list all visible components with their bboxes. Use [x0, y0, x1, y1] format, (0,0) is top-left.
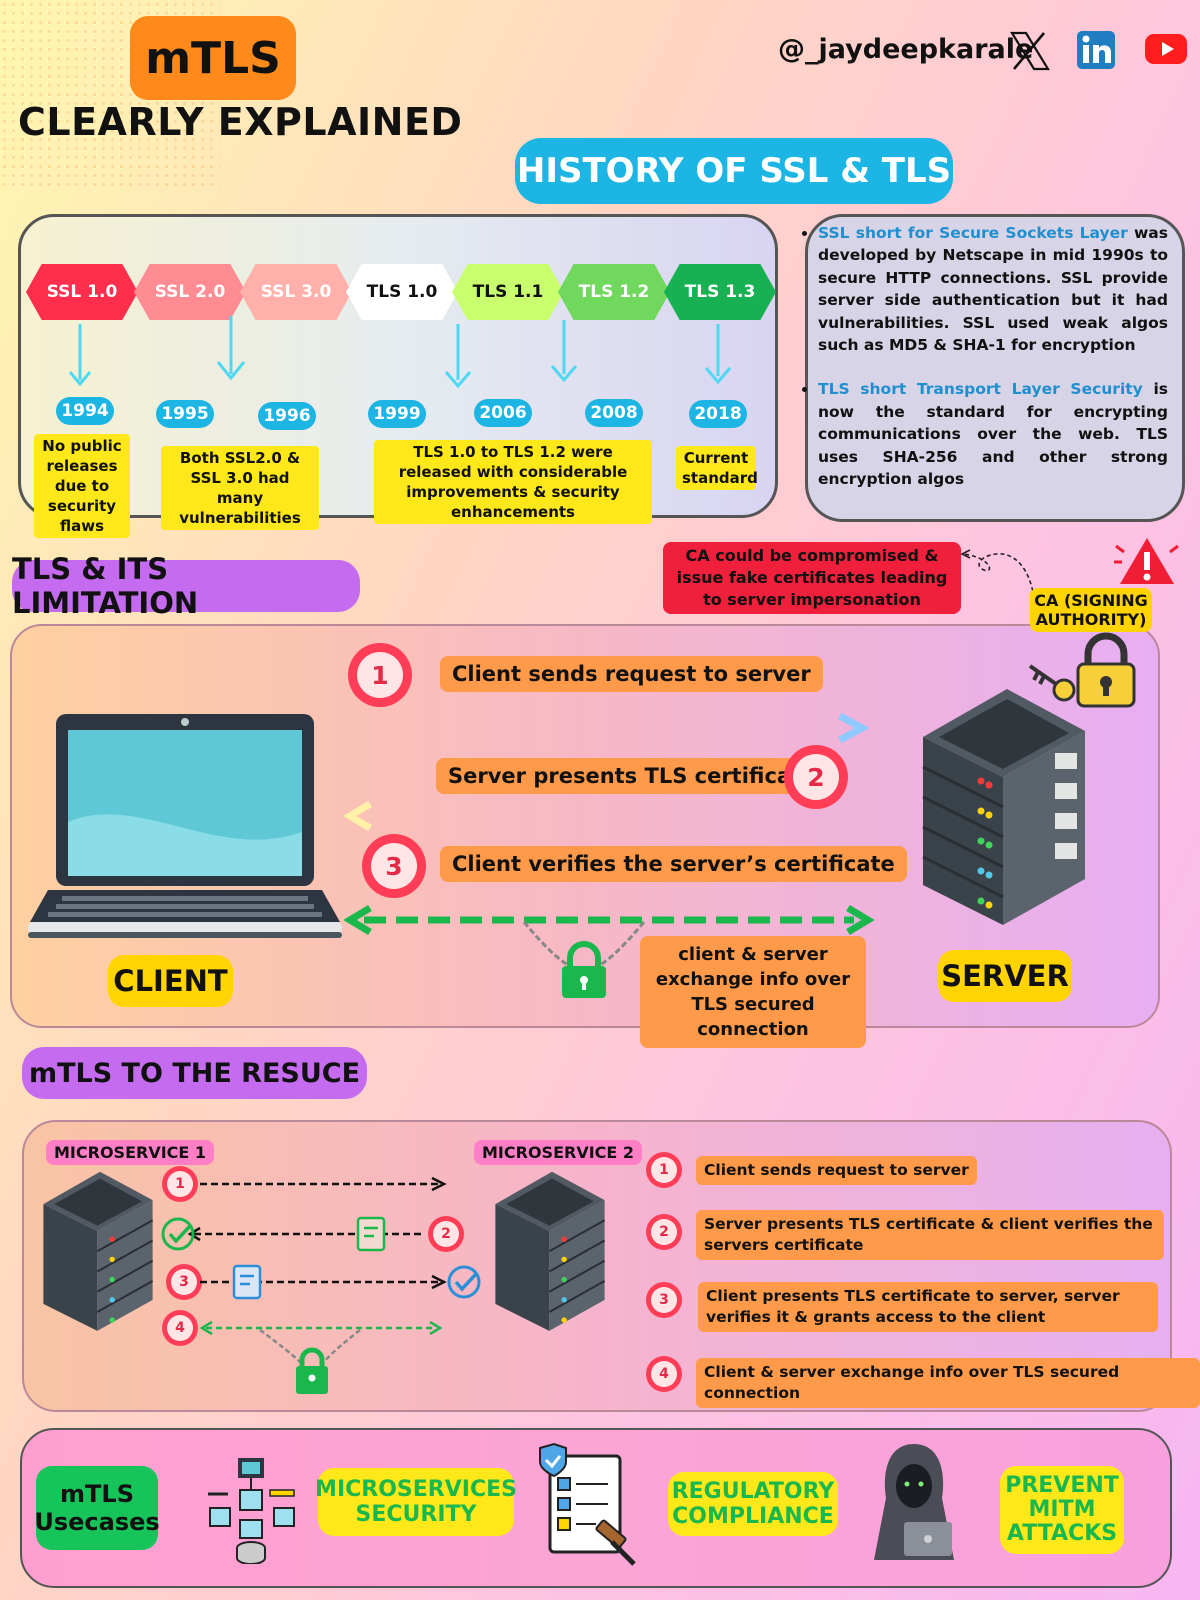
version-badge: TLS 1.2 — [558, 264, 670, 320]
tls-step-2-label: Server presents TLS certificate — [436, 758, 828, 794]
tls-text: is now the standard for encrypting commu… — [818, 380, 1168, 489]
mtls-step-3-text: Client presents TLS certificate to serve… — [698, 1282, 1158, 1332]
note-tls10-12: TLS 1.0 to TLS 1.2 were released with co… — [374, 440, 652, 524]
year-badge: 1995 — [156, 400, 214, 428]
step-number-badge: 2 — [784, 745, 848, 809]
tls-limitation-heading: TLS & ITS LIMITATION — [12, 552, 360, 620]
version-badge: SSL 1.0 — [26, 264, 138, 320]
step-number-badge: 3 — [362, 834, 426, 898]
warning-icon — [1114, 538, 1179, 584]
secure-exchange-arrow — [344, 904, 874, 998]
step-badge: 4 — [646, 1356, 682, 1392]
year-badge: 1994 — [56, 397, 114, 425]
arrowhead-ssl1 — [68, 371, 92, 387]
usecases-heading: mTLS Usecases — [34, 1466, 160, 1550]
ca-signing-authority-label: CA (SIGNING AUTHORITY) — [1030, 588, 1152, 632]
step-badge: 1 — [646, 1152, 682, 1188]
step-number-badge: 1 — [348, 643, 412, 707]
tls-description: TLS short Transport Layer Security is no… — [818, 378, 1168, 490]
note-ssl1: No public releases due to security flaws — [34, 434, 130, 538]
linkedin-icon[interactable] — [1076, 30, 1116, 70]
ca-warning-label: CA could be compromised & issue fake cer… — [663, 542, 961, 614]
year-badge: 2018 — [689, 400, 747, 428]
check-icon — [168, 1224, 192, 1244]
author-handle: @_jaydeepkarale — [778, 34, 1034, 65]
version-badge: TLS 1.1 — [452, 264, 564, 320]
flow-step-badge: 4 — [162, 1310, 198, 1346]
padlock-key-icon — [1028, 632, 1136, 708]
history-heading: HISTORY OF SSL & TLS — [515, 138, 953, 204]
client-label: CLIENT — [108, 955, 233, 1007]
request-arrow — [350, 712, 870, 744]
year-badge: 1996 — [258, 402, 316, 430]
flow-step-badge: 1 — [162, 1166, 198, 1202]
tls-exchange-label: client & server exchange info over TLS s… — [640, 936, 866, 1048]
mtls-flow-arrows — [161, 1176, 481, 1394]
compliance-checklist-icon — [539, 1442, 636, 1566]
tls-step-1-label: Client sends request to server — [440, 656, 823, 692]
step-badge: 2 — [646, 1214, 682, 1250]
check-icon — [454, 1272, 478, 1292]
timeline-arrows — [68, 316, 732, 389]
version-badge: TLS 1.3 — [664, 264, 776, 320]
ssl-description: SSL short for Secure Sockets Layer was d… — [818, 222, 1168, 356]
microservices-network-icon — [208, 1458, 295, 1564]
microservice-1-server-icon — [43, 1171, 154, 1331]
year-badge: 2006 — [474, 399, 532, 427]
tls-term: TLS short Transport Layer Security — [818, 380, 1143, 399]
step-badge: 3 — [646, 1282, 682, 1318]
client-laptop-icon — [28, 714, 342, 938]
hacker-icon — [874, 1444, 954, 1560]
note-ssl2-3: Both SSL2.0 & SSL 3.0 had many vulnerabi… — [161, 446, 319, 530]
mtls-step-1-text: Client sends request to server — [696, 1156, 977, 1185]
server-rack-icon — [922, 689, 1085, 925]
flow-step-badge: 3 — [166, 1264, 202, 1300]
server-label: SERVER — [938, 950, 1072, 1002]
ssl-text: was developed by Netscape in mid 1990s t… — [818, 224, 1168, 355]
mtls-heading: mTLS TO THE RESUCE — [22, 1047, 367, 1099]
page-subtitle: CLEARLY EXPLAINED — [18, 100, 463, 144]
year-badge: 2008 — [585, 399, 643, 427]
ssl-tls-info-panel — [805, 214, 1185, 522]
certificate-icon — [356, 1216, 386, 1252]
flow-step-badge: 2 — [428, 1216, 464, 1252]
ssl-term: SSL short for Secure Sockets Layer — [818, 224, 1128, 242]
version-badge: SSL 3.0 — [240, 264, 352, 320]
page-title: mTLS — [130, 16, 296, 100]
note-tls13: Current standard — [676, 446, 758, 490]
ssl-tls-info-list: SSL short for Secure Sockets Layer was d… — [818, 222, 1168, 490]
tls-step-3-label: Client verifies the server’s certificate — [440, 846, 907, 882]
microservice-2-server-icon — [495, 1171, 606, 1331]
year-badge: 1999 — [368, 400, 426, 428]
youtube-icon[interactable] — [1144, 32, 1188, 66]
dashed-pointer-arrow — [960, 549, 1035, 599]
version-badge: SSL 2.0 — [134, 264, 246, 320]
x-logo-icon[interactable] — [1006, 28, 1052, 74]
version-badge: TLS 1.0 — [346, 264, 458, 320]
mtls-step-4-text: Client & server exchange info over TLS s… — [696, 1358, 1200, 1408]
microservice-2-label: MICROSERVICE 2 — [474, 1140, 643, 1165]
certificate-arrow — [344, 800, 864, 832]
usecase-prevent-mitm-attacks: PREVENT MITM ATTACKS — [1000, 1466, 1124, 1554]
mtls-step-2-text: Server presents TLS certificate & client… — [696, 1210, 1164, 1260]
usecase-regulatory-compliance: REGULATORY COMPLIANCE — [668, 1472, 838, 1536]
microservice-1-label: MICROSERVICE 1 — [46, 1140, 215, 1165]
certificate-icon — [232, 1264, 262, 1300]
usecase-microservices-security: MICROSERVICES SECURITY — [315, 1468, 517, 1536]
